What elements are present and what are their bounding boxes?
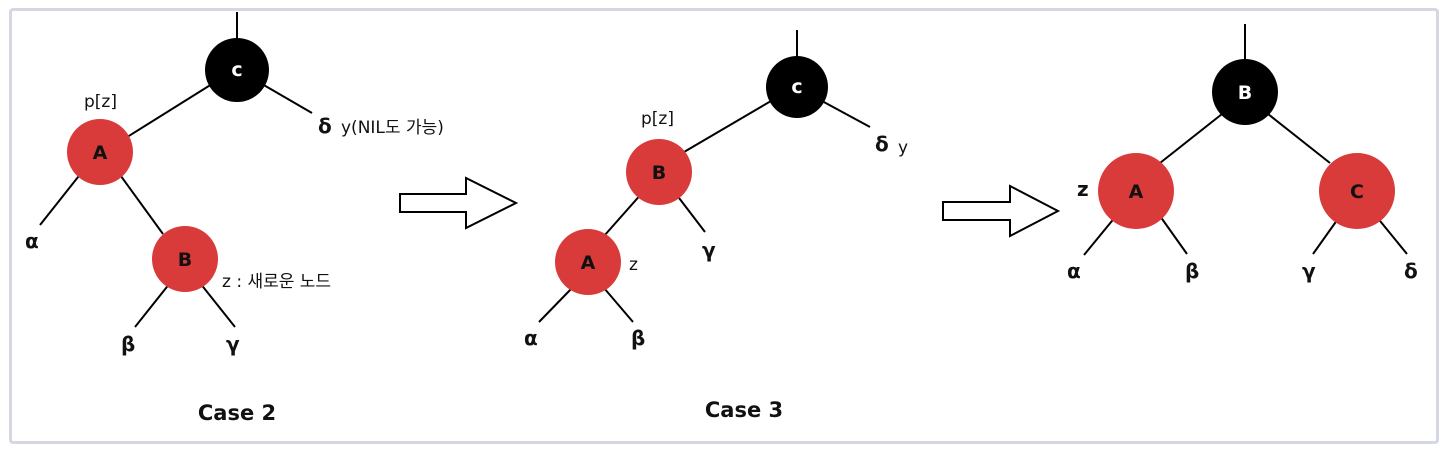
case3-edge-a-beta xyxy=(603,287,634,323)
case2-node-a xyxy=(67,119,133,185)
case2-label-delta: δ xyxy=(318,114,332,138)
case3-node-a-label: A xyxy=(581,252,596,274)
case3-label-gamma: γ xyxy=(702,238,716,262)
result-edge-a-beta xyxy=(1159,215,1188,255)
case2-edge-a-b xyxy=(117,171,164,235)
result-label-delta: δ xyxy=(1404,259,1418,283)
result-label-alpha: α xyxy=(1067,259,1081,283)
result-edge-c-gamma xyxy=(1312,215,1341,255)
result-node-c-label: C xyxy=(1350,181,1364,203)
result-label-z: z xyxy=(1077,177,1089,201)
result-node-b-label: B xyxy=(1238,82,1252,104)
case2-label-beta: β xyxy=(121,332,135,356)
case3-label-delta: δ xyxy=(875,132,889,156)
case3-node-c xyxy=(766,56,828,118)
case3-label-z: z xyxy=(629,255,638,275)
case3-label-pz: p[z] xyxy=(641,109,674,129)
case3-caption: Case 3 xyxy=(705,398,783,422)
case3-label-alpha: α xyxy=(524,326,538,350)
case3-edge-c-b xyxy=(683,100,772,153)
case3-edge-c-delta xyxy=(821,100,871,128)
case2-edge-a-alpha xyxy=(39,171,83,226)
result-tree: B A C z α β γ δ xyxy=(1067,24,1418,283)
case2-label-z: z : 새로운 노드 xyxy=(222,272,331,292)
case2-edge-c-delta xyxy=(261,83,313,114)
result-node-b xyxy=(1212,59,1278,125)
result-edge-b-a xyxy=(1159,113,1223,164)
case2-tree: c A B p[z] δ y(NIL도 가능) z : 새로운 노드 α β γ… xyxy=(25,12,444,425)
case3-node-b xyxy=(626,139,692,205)
case2-label-gamma: γ xyxy=(226,332,240,356)
arrow-right-icon-1 xyxy=(399,176,519,230)
case2-edge-c-a xyxy=(123,83,213,140)
case3-edge-a-alpha xyxy=(538,287,573,323)
result-edge-b-c xyxy=(1267,113,1331,164)
case3-edge-b-a xyxy=(603,191,644,237)
case3-node-b-label: B xyxy=(652,162,666,184)
result-edge-c-delta xyxy=(1375,215,1408,255)
result-label-beta: β xyxy=(1185,259,1199,283)
arrow-right-icon-2 xyxy=(942,184,1061,238)
case2-node-c-label: c xyxy=(231,59,242,81)
case2-node-b xyxy=(152,226,218,292)
case3-edge-b-gamma xyxy=(675,193,706,233)
result-node-a xyxy=(1098,153,1174,229)
case3-node-c-label: c xyxy=(791,76,802,98)
case3-label-beta: β xyxy=(631,326,645,350)
case3-node-a xyxy=(555,229,621,295)
case2-edge-b-beta xyxy=(134,282,171,328)
case2-caption: Case 2 xyxy=(198,401,276,425)
result-edge-a-alpha xyxy=(1083,215,1117,256)
result-node-a-label: A xyxy=(1129,181,1144,203)
case2-node-c xyxy=(205,38,269,102)
case2-edge-b-gamma xyxy=(199,282,236,328)
case2-node-b-label: B xyxy=(178,249,192,271)
case2-node-a-label: A xyxy=(93,142,108,164)
case3-tree: c B A p[z] δ y z γ α β Case 3 xyxy=(524,30,908,422)
result-label-gamma: γ xyxy=(1302,259,1316,283)
result-node-c xyxy=(1319,153,1395,229)
case3-label-y: y xyxy=(898,138,908,158)
case2-label-pz: p[z] xyxy=(84,92,117,112)
case2-label-alpha: α xyxy=(25,229,39,253)
case2-label-y: y(NIL도 가능) xyxy=(341,118,444,138)
